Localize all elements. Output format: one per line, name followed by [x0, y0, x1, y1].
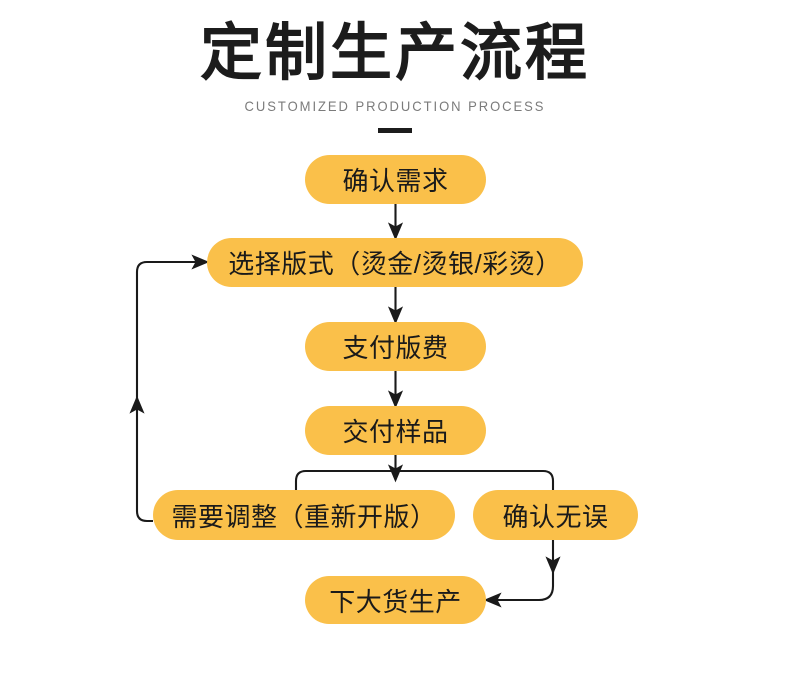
node-label: 确认无误 [502, 501, 609, 532]
node-confirm-demand[interactable]: 确认需求 [305, 155, 486, 204]
page-header: 定制生产流程 CUSTOMIZED PRODUCTION PROCESS [0, 0, 790, 134]
node-label: 支付版费 [342, 333, 449, 363]
page-subtitle: CUSTOMIZED PRODUCTION PROCESS [244, 98, 546, 115]
node-label: 下大货生产 [329, 586, 462, 617]
edge-need-adjust-to-select-style [135, 254, 210, 400]
page-title: 定制生产流程 [199, 19, 590, 88]
node-label: 需要调整（重新开版） [171, 501, 437, 532]
title-divider [378, 128, 412, 134]
node-label: 确认需求 [342, 166, 449, 196]
node-deliver-sample[interactable]: 交付样品 [305, 406, 486, 455]
node-select-style[interactable]: 选择版式（烫金/烫银/彩烫） [207, 238, 583, 287]
node-pay-plate-fee[interactable]: 支付版费 [305, 322, 486, 371]
node-mass-production[interactable]: 下大货生产 [305, 576, 486, 624]
node-label: 交付样品 [342, 417, 449, 447]
node-label: 选择版式（烫金/烫银/彩烫） [228, 249, 562, 279]
node-need-adjust[interactable]: 需要调整（重新开版） [153, 490, 455, 540]
edge-confirm-ok-to-mass-production [483, 568, 555, 608]
node-confirm-ok[interactable]: 确认无误 [473, 490, 638, 540]
edge-need-adjust-loop-up-arrow [129, 395, 153, 523]
